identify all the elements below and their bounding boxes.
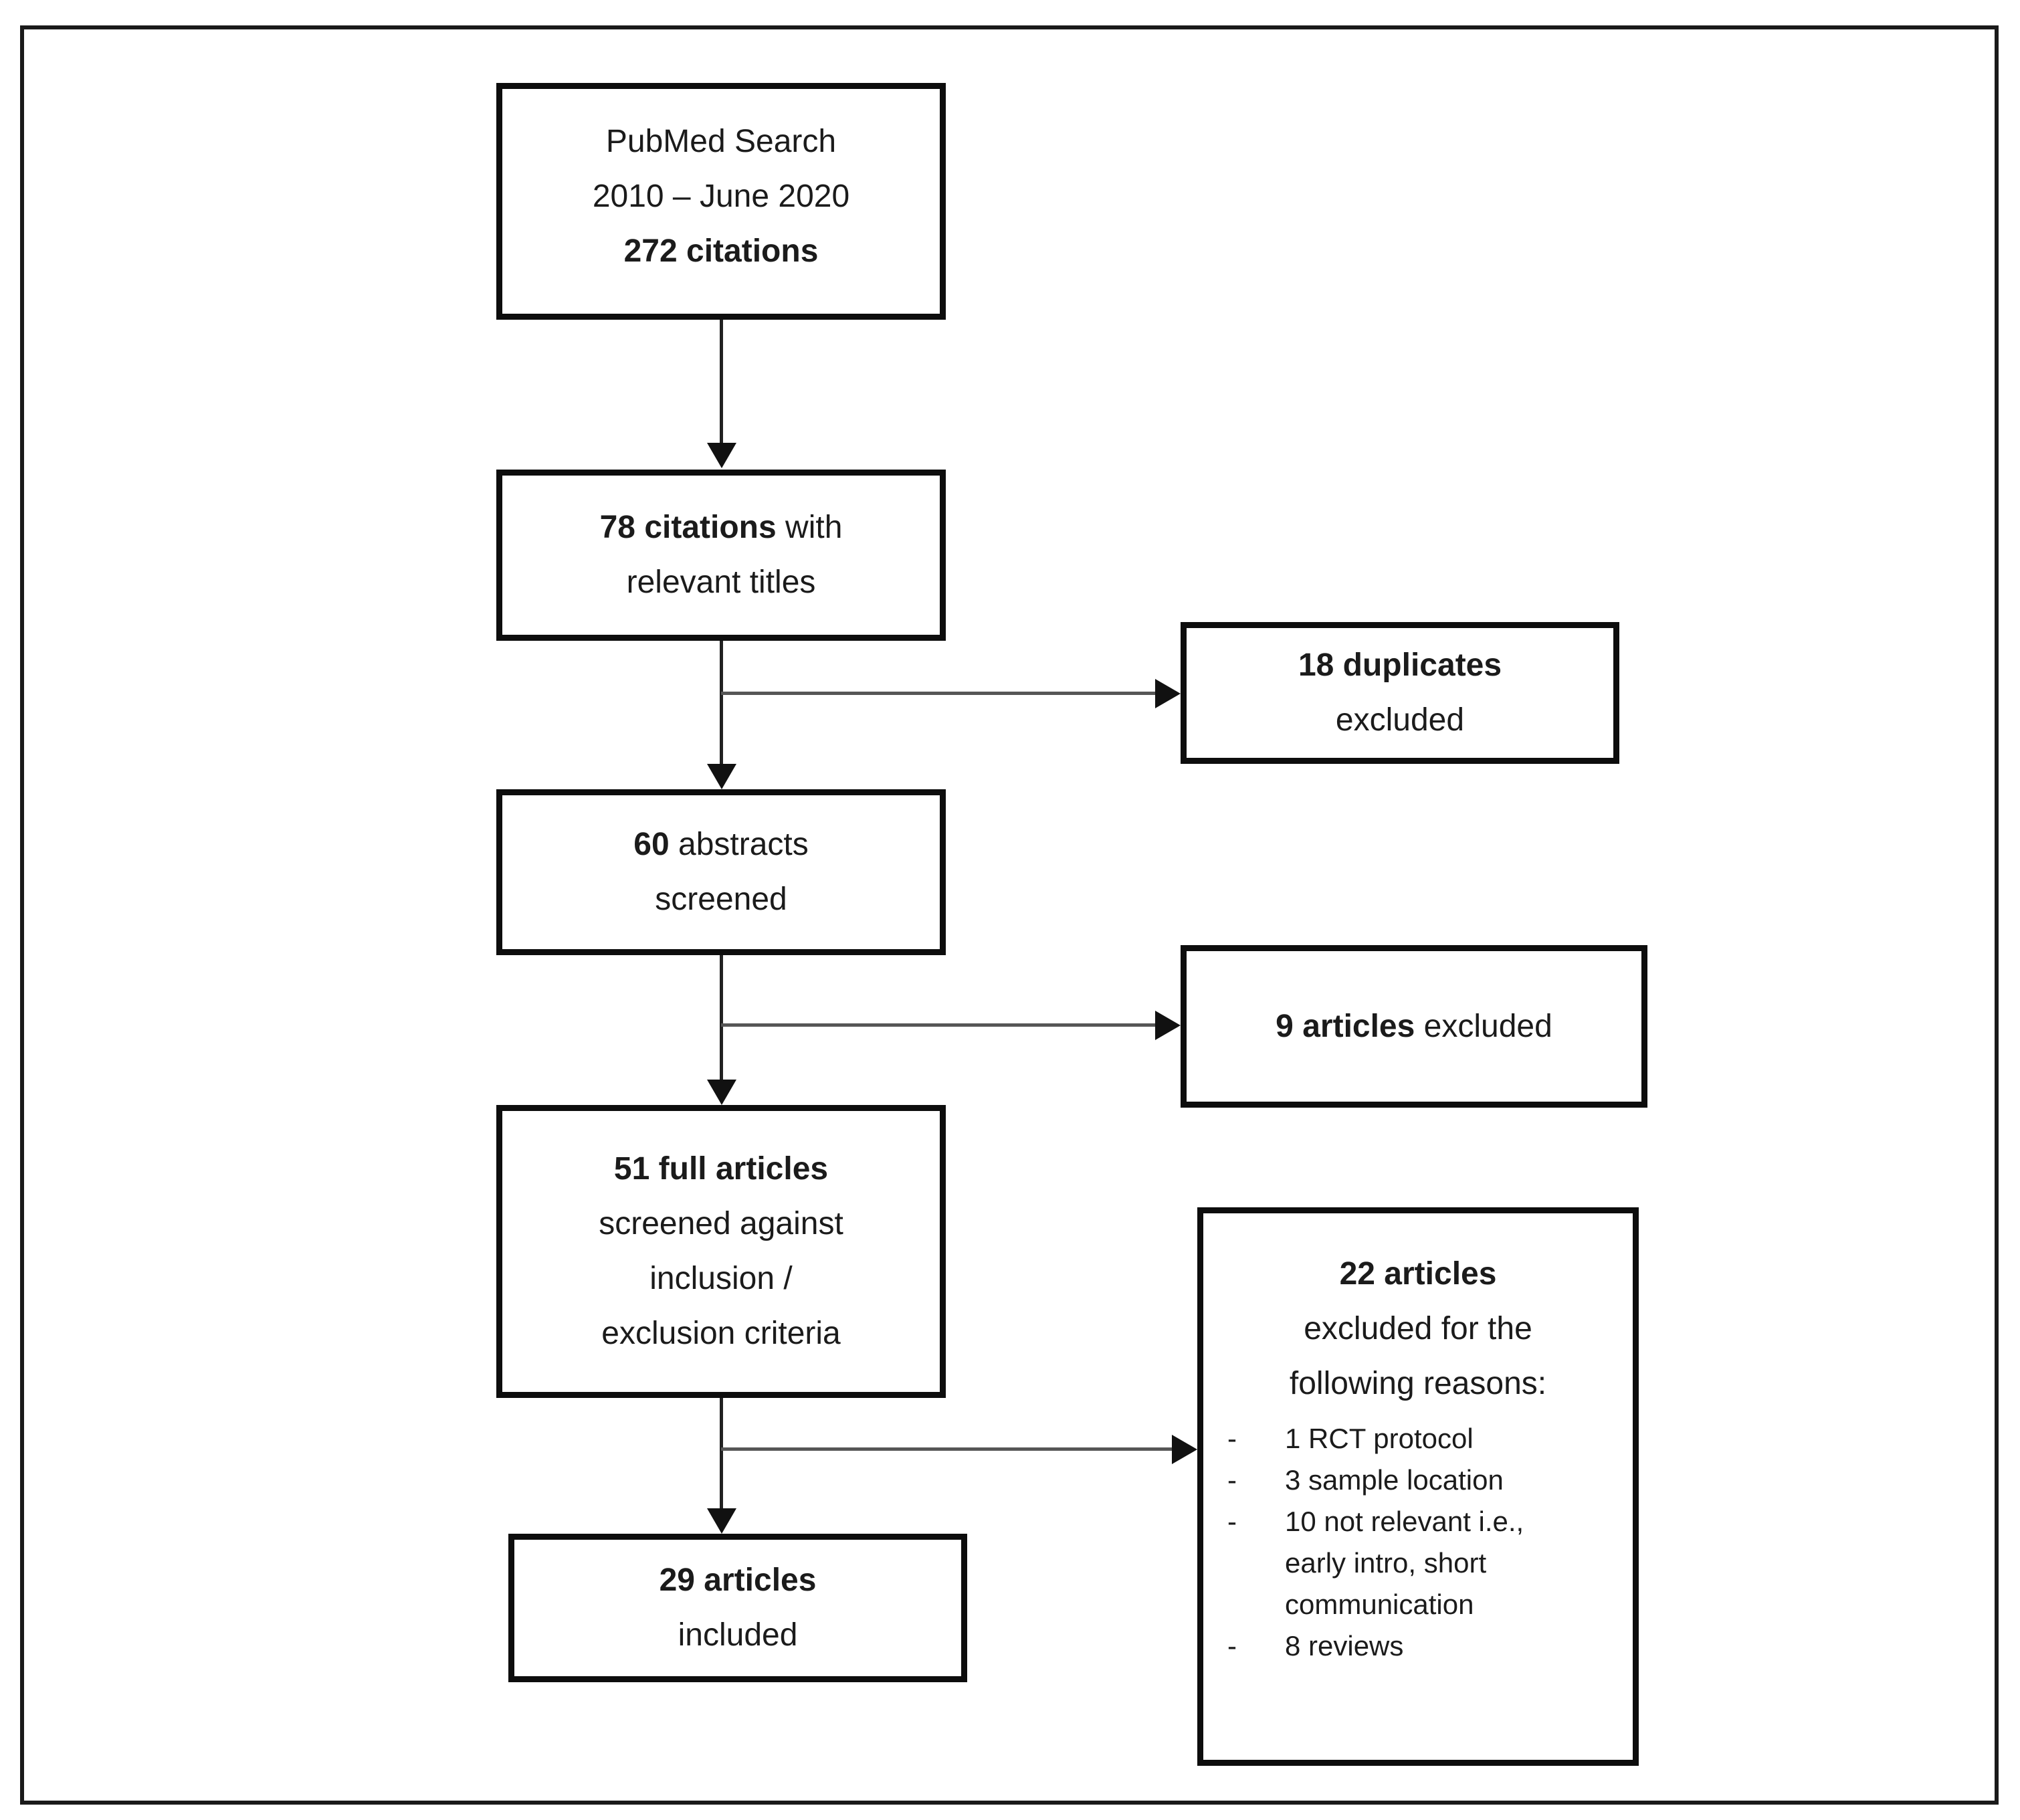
box-line-text: relevant titles bbox=[626, 565, 816, 600]
box-abstracts-screened: 60 abstracts screened bbox=[496, 789, 946, 955]
box-line: inclusion / bbox=[649, 1251, 792, 1306]
connector-vertical-3 bbox=[720, 955, 723, 1084]
box-line: excluded for the bbox=[1304, 1302, 1532, 1356]
box-line-text: inclusion / bbox=[649, 1261, 793, 1296]
list-item: - 10 not relevant i.e., early intro, shor… bbox=[1203, 1501, 1633, 1625]
arrowhead-down-1 bbox=[707, 443, 736, 468]
figure-border bbox=[20, 25, 1999, 1805]
box-line-text: PubMed Search bbox=[605, 124, 837, 159]
box-line: 60 abstracts bbox=[633, 817, 808, 872]
connector-horizontal-2 bbox=[721, 1023, 1156, 1027]
box-line-bold: 29 articles bbox=[659, 1562, 817, 1598]
arrowhead-right-2 bbox=[1155, 1011, 1181, 1040]
box-line: 22 articles bbox=[1340, 1247, 1497, 1302]
list-item: - 8 reviews bbox=[1203, 1625, 1633, 1667]
box-duplicates-excluded: 18 duplicates excluded bbox=[1181, 622, 1619, 764]
box-line-bold: 51 full articles bbox=[613, 1151, 829, 1187]
box-line-text: 2010 – June 2020 bbox=[592, 179, 850, 214]
box-line: 78 citations with bbox=[600, 500, 843, 555]
box-line: 2010 – June 2020 bbox=[593, 169, 849, 224]
list-item-text: 1 RCT protocol bbox=[1285, 1423, 1474, 1454]
box-line: 18 duplicates bbox=[1298, 638, 1502, 693]
box-articles-excluded-22: 22 articles excluded for the following r… bbox=[1197, 1207, 1639, 1766]
bullet-dash: - bbox=[1227, 1506, 1237, 1537]
box-line: 29 articles bbox=[660, 1553, 817, 1608]
box-line-text: following reasons: bbox=[1289, 1366, 1547, 1401]
box-line-text: excluded bbox=[1335, 702, 1465, 738]
box-line: 51 full articles bbox=[614, 1142, 828, 1197]
box-line: included bbox=[678, 1608, 798, 1663]
box-line-text: excluded for the bbox=[1304, 1311, 1532, 1346]
box-line: screened against bbox=[599, 1197, 843, 1251]
box-line: screened bbox=[655, 872, 787, 927]
box-line-text: screened against bbox=[599, 1206, 843, 1241]
box-line-bold: 18 duplicates bbox=[1298, 647, 1502, 683]
exclusion-reason-list: - 1 RCT protocol - 3 sample location - 10 n… bbox=[1203, 1418, 1633, 1667]
box-line: 9 articles excluded bbox=[1276, 999, 1552, 1054]
connector-vertical-1 bbox=[720, 320, 723, 448]
arrowhead-down-4 bbox=[707, 1508, 736, 1534]
arrowhead-down-3 bbox=[707, 1080, 736, 1105]
arrowhead-down-2 bbox=[707, 764, 736, 789]
list-item-text: 10 not relevant i.e., early intro, short… bbox=[1285, 1506, 1524, 1620]
connector-horizontal-1 bbox=[721, 692, 1156, 695]
box-line: relevant titles bbox=[627, 555, 816, 610]
box-line-bold: 22 articles bbox=[1339, 1256, 1497, 1292]
box-full-articles-screened: 51 full articles screened against inclus… bbox=[496, 1105, 946, 1398]
arrowhead-right-1 bbox=[1155, 679, 1181, 708]
box-line: 272 citations bbox=[624, 224, 819, 279]
box-line-text: exclusion criteria bbox=[601, 1316, 841, 1351]
box-line-text: included bbox=[678, 1617, 798, 1653]
box-articles-included: 29 articles included bbox=[508, 1534, 967, 1682]
box-line-text: excluded bbox=[1415, 1008, 1552, 1044]
box-line-bold: 78 citations bbox=[599, 510, 777, 545]
box-line-text: with bbox=[776, 510, 843, 545]
box-line-bold: 9 articles bbox=[1276, 1008, 1415, 1044]
box-line-text: screened bbox=[655, 882, 787, 917]
list-item: - 3 sample location bbox=[1203, 1459, 1633, 1501]
connector-vertical-4 bbox=[720, 1398, 723, 1513]
list-item-text: 8 reviews bbox=[1285, 1630, 1404, 1661]
list-item: - 1 RCT protocol bbox=[1203, 1418, 1633, 1459]
box-line: excluded bbox=[1336, 693, 1464, 748]
list-item-text: 3 sample location bbox=[1285, 1464, 1504, 1496]
box-line-bold: 272 citations bbox=[623, 233, 819, 269]
box-pubmed-search: PubMed Search 2010 – June 2020 272 citat… bbox=[496, 83, 946, 320]
box-line-text: abstracts bbox=[669, 827, 809, 862]
box-line: following reasons: bbox=[1290, 1356, 1546, 1411]
box-line: exclusion criteria bbox=[601, 1306, 840, 1361]
arrowhead-right-3 bbox=[1172, 1435, 1197, 1464]
bullet-dash: - bbox=[1227, 1423, 1237, 1454]
box-line: PubMed Search bbox=[606, 114, 836, 169]
box-articles-excluded-9: 9 articles excluded bbox=[1181, 945, 1647, 1108]
bullet-dash: - bbox=[1227, 1464, 1237, 1496]
connector-vertical-2 bbox=[720, 641, 723, 769]
box-citations-78: 78 citations with relevant titles bbox=[496, 470, 946, 641]
box-line-bold: 60 bbox=[633, 827, 670, 862]
bullet-dash: - bbox=[1227, 1630, 1237, 1661]
connector-horizontal-3 bbox=[721, 1447, 1173, 1451]
